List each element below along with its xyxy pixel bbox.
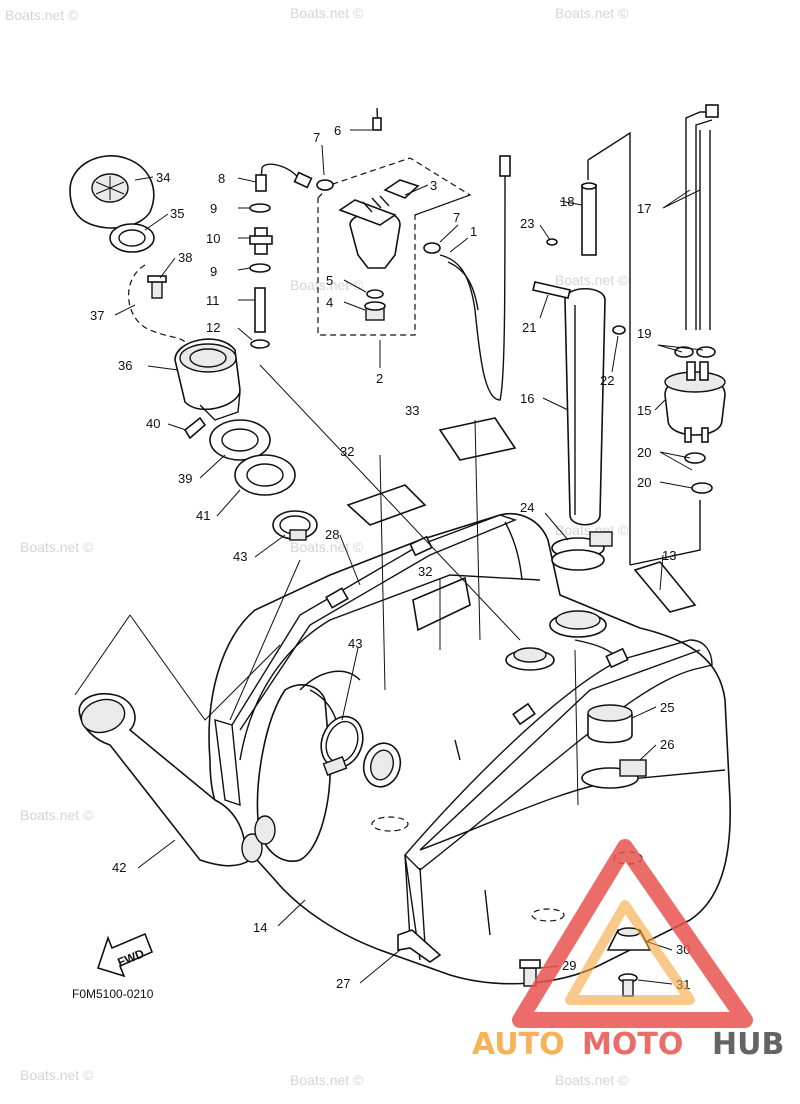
callout-27: 27 [336,976,350,991]
callout-16: 16 [520,391,534,406]
callout-40: 40 [146,416,160,431]
fuel-filter [664,104,726,494]
callout-37: 37 [90,308,104,323]
callout-38: 38 [178,250,192,265]
callout-29: 29 [562,958,576,973]
watermark: Boats.net © [20,539,94,555]
callout-15: 15 [637,403,651,418]
callout-9: 9 [210,201,217,216]
callout-32: 32 [418,564,432,579]
callout-33: 33 [405,403,419,418]
callout-17: 17 [637,201,651,216]
logo-text-auto: AUTO [472,1027,565,1062]
callout-34: 34 [156,170,170,185]
callout-26: 26 [660,737,674,752]
logo-text-moto: MOTO [582,1027,683,1062]
callout-7: 7 [453,210,460,225]
callout-1: 1 [470,224,477,239]
callout-21: 21 [522,320,536,335]
callout-12: 12 [206,320,220,335]
callout-22: 22 [600,373,614,388]
callout-18: 18 [560,194,574,209]
callout-43: 43 [348,636,362,651]
pad-13 [633,561,697,613]
callout-41: 41 [196,508,210,523]
hose-clamp-lower [320,715,402,788]
callout-23: 23 [520,216,534,231]
diagram-code: F0M5100-0210 [72,987,154,1001]
callout-13: 13 [662,548,676,563]
foam-pads [346,417,517,632]
watermark: Boats.net © [555,1072,629,1088]
callout-9: 9 [210,264,217,279]
watermark: Boats.net © [5,7,79,23]
vent-line-fittings [249,163,313,349]
callout-25: 25 [660,700,674,715]
watermark: Boats.net © [20,1067,94,1083]
callout-4: 4 [326,295,333,310]
callout-39: 39 [178,471,192,486]
watermark: Boats.net © [555,5,629,21]
callout-8: 8 [218,171,225,186]
callout-35: 35 [170,206,184,221]
callout-36: 36 [118,358,132,373]
watermark: Boats.net © [20,807,94,823]
callout-14: 14 [253,920,267,935]
callout-6: 6 [334,123,341,138]
logo-triangle-inner [565,900,695,1005]
callout-24: 24 [520,500,534,515]
logo-text-hub: HUB [712,1027,784,1062]
callout-32: 32 [340,444,354,459]
watermark: Boats.net © [290,539,364,555]
automotohub-logo: AUTO MOTO HUB [472,839,784,1062]
callout-5: 5 [326,273,333,288]
watermark: Boats.net © [290,5,364,21]
callout-20: 20 [637,475,651,490]
logo-triangle-outer [512,839,753,1028]
callout-7: 7 [313,130,320,145]
callout-28: 28 [325,527,339,542]
cap-and-clamps [505,531,647,789]
leader-lines [74,129,704,985]
callout-42: 42 [112,860,126,875]
callout-10: 10 [206,231,220,246]
fuel-pickup-assembly [316,107,511,401]
callout-3: 3 [430,178,437,193]
watermark: Boats.net © [290,1072,364,1088]
watermark: Boats.net © [555,272,629,288]
callout-labels: 1 2 3 4 5 6 7 7 8 9 9 10 11 12 13 14 15 … [90,123,690,992]
fuel-sender-tube [532,131,701,566]
callout-43: 43 [233,549,247,564]
callout-11: 11 [206,293,220,308]
callout-20: 20 [637,445,651,460]
filler-cap-assembly [69,155,318,541]
callout-19: 19 [637,326,651,341]
callout-2: 2 [376,371,383,386]
filler-hose [78,670,361,867]
forward-arrow: FWD [96,932,154,978]
